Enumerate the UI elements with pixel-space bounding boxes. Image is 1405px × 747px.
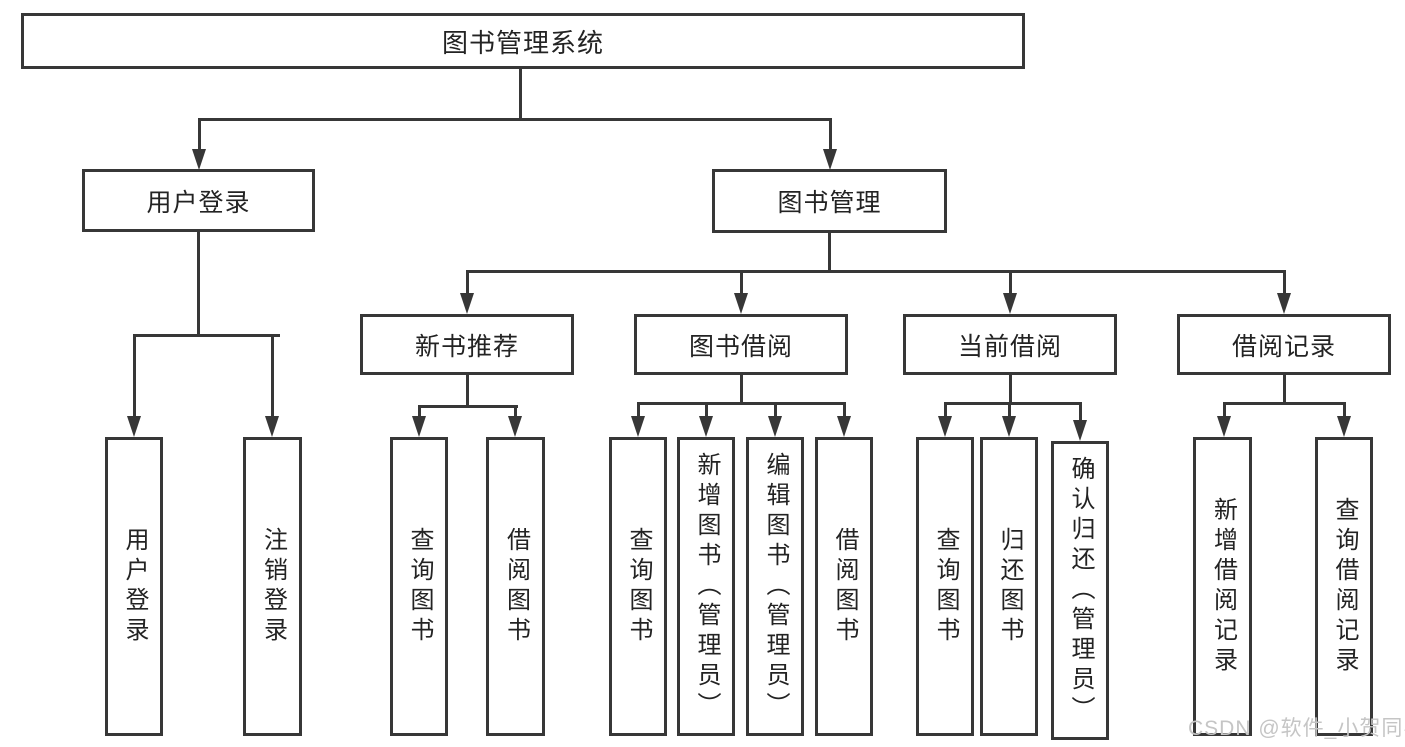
node-book-mgmt-label: 图书管理 — [777, 189, 882, 217]
edge-bookmgmt-hbar — [466, 270, 1286, 273]
leaf-nb-query-books: 查询图书 — [390, 437, 448, 736]
leaf-cb-return-books: 归还图书 — [980, 437, 1038, 736]
edge-drop-bb-borrow — [843, 402, 846, 418]
arrow-down-icon — [127, 416, 141, 437]
arrow-down-icon — [412, 416, 426, 437]
arrow-down-icon — [1073, 420, 1087, 441]
leaf-cb-return-books-label: 归还图书 — [996, 526, 1023, 647]
node-book-mgmt: 图书管理 — [712, 169, 947, 233]
arrow-down-icon — [768, 416, 782, 437]
edge-drop-nb-query — [418, 405, 421, 418]
leaf-cb-query-books: 查询图书 — [916, 437, 974, 736]
edge-drop-new-books — [466, 270, 469, 296]
node-current-borrowing-label: 当前借阅 — [957, 332, 1062, 361]
leaf-bb-edit-books-admin-label: 编辑图书（管理员） — [762, 451, 789, 722]
node-root-label: 图书管理系统 — [441, 27, 604, 58]
leaf-nb-query-books-label: 查询图书 — [406, 526, 433, 647]
arrow-down-icon — [265, 416, 279, 437]
edge-borrowing-hbar — [637, 402, 846, 405]
leaf-bb-borrow-books-label: 借阅图书 — [831, 526, 858, 647]
leaf-logout-label: 注销登录 — [259, 526, 287, 647]
edge-current-stub — [1009, 375, 1012, 405]
arrow-down-icon — [734, 293, 748, 314]
node-book-borrowing-label: 图书借阅 — [688, 332, 793, 361]
leaf-cb-query-books-label: 查询图书 — [932, 526, 959, 647]
arrow-down-icon — [460, 293, 474, 314]
arrow-down-icon — [699, 416, 713, 437]
arrow-down-icon — [837, 416, 851, 437]
leaf-user-login: 用户登录 — [105, 437, 163, 736]
arrow-down-icon — [1277, 293, 1291, 314]
arrow-down-icon — [1337, 416, 1351, 437]
node-user-login: 用户登录 — [82, 169, 315, 232]
node-new-books-label: 新书推荐 — [414, 332, 519, 361]
arrow-down-icon — [1002, 416, 1016, 437]
edge-drop-book-mgmt — [829, 118, 832, 150]
node-borrow-records: 借阅记录 — [1177, 314, 1391, 375]
edge-userlogin-hbar — [133, 334, 280, 337]
leaf-logout: 注销登录 — [243, 437, 302, 736]
leaf-bb-query-books: 查询图书 — [609, 437, 667, 736]
arrow-down-icon — [938, 416, 952, 437]
edge-newbooks-hbar — [418, 405, 518, 408]
edge-drop-user-login — [198, 118, 201, 150]
leaf-br-query-record-label: 查询借阅记录 — [1331, 496, 1358, 677]
edge-userlogin-stub — [197, 232, 200, 336]
leaf-br-add-record-label: 新增借阅记录 — [1209, 496, 1237, 677]
leaf-bb-add-books-admin-label: 新增图书（管理员） — [693, 451, 720, 722]
leaf-br-add-record: 新增借阅记录 — [1193, 437, 1252, 736]
node-user-login-label: 用户登录 — [146, 188, 251, 217]
edge-drop-cb-query — [944, 402, 947, 418]
arrow-down-icon — [1217, 416, 1231, 437]
arrow-down-icon — [1003, 293, 1017, 314]
node-book-borrowing: 图书借阅 — [634, 314, 848, 375]
arrow-down-icon — [192, 149, 206, 170]
leaf-nb-borrow-books: 借阅图书 — [486, 437, 545, 736]
edge-drop-borrowing — [740, 270, 743, 296]
edge-drop-cb-return — [1008, 402, 1011, 418]
edge-current-hbar — [944, 402, 1081, 405]
edge-drop-records — [1283, 270, 1286, 296]
edge-newbooks-stub — [466, 375, 469, 408]
edge-drop-bb-query — [637, 402, 640, 418]
leaf-bb-borrow-books: 借阅图书 — [815, 437, 873, 736]
leaf-nb-borrow-books-label: 借阅图书 — [502, 526, 530, 647]
edge-drop-br-add — [1223, 402, 1226, 418]
arrow-down-icon — [631, 416, 645, 437]
node-current-borrowing: 当前借阅 — [903, 314, 1117, 375]
csdn-watermark: CSDN @软件_小贺同学 — [1188, 717, 1405, 740]
node-root-system: 图书管理系统 — [21, 13, 1025, 69]
edge-records-stub — [1283, 375, 1286, 405]
node-borrow-records-label: 借阅记录 — [1231, 332, 1336, 361]
edge-drop-leaf-login — [133, 334, 136, 418]
edge-records-hbar — [1223, 402, 1346, 405]
edge-drop-br-query — [1343, 402, 1346, 418]
leaf-cb-confirm-return-admin-label: 确认归还（管理员） — [1067, 455, 1094, 726]
leaf-cb-confirm-return-admin: 确认归还（管理员） — [1051, 441, 1109, 740]
leaf-user-login-label: 用户登录 — [121, 526, 148, 647]
node-new-books: 新书推荐 — [360, 314, 574, 375]
arrow-down-icon — [508, 416, 522, 437]
leaf-bb-add-books-admin: 新增图书（管理员） — [677, 437, 735, 736]
edge-drop-current — [1009, 270, 1012, 296]
leaf-bb-query-books-label: 查询图书 — [625, 526, 652, 647]
edge-drop-leaf-logout — [271, 334, 274, 418]
arrow-down-icon — [823, 149, 837, 170]
edge-drop-bb-add — [705, 402, 708, 418]
edge-drop-cb-confirm — [1079, 402, 1082, 422]
edge-bookmgmt-stub — [828, 233, 831, 273]
edge-borrowing-stub — [740, 375, 743, 405]
leaf-br-query-record: 查询借阅记录 — [1315, 437, 1373, 736]
edge-root-stub — [519, 69, 522, 120]
edge-drop-nb-borrow — [514, 405, 517, 418]
edge-root-hbar — [198, 118, 832, 121]
edge-drop-bb-edit — [774, 402, 777, 418]
leaf-bb-edit-books-admin: 编辑图书（管理员） — [746, 437, 804, 736]
